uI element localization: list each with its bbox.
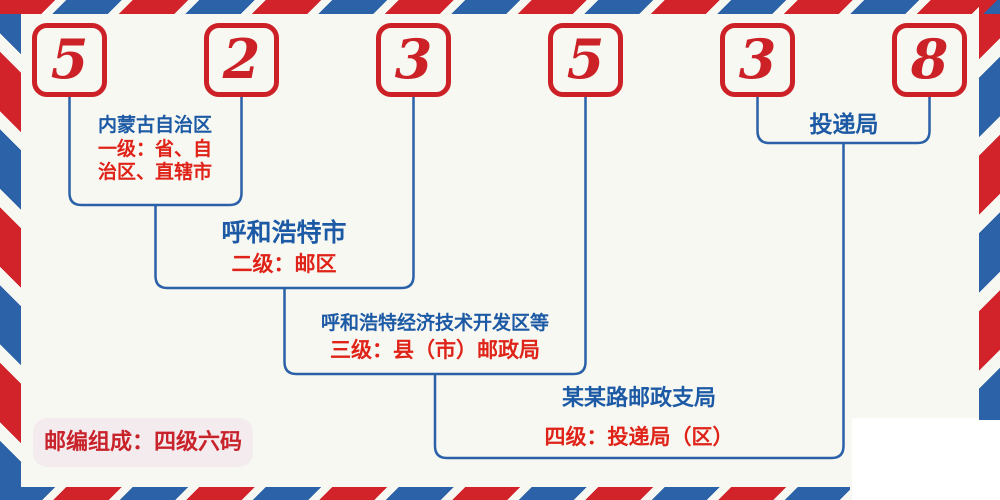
digit-box-5: 3	[720, 23, 795, 97]
digit-box-2: 2	[204, 23, 279, 97]
digit-value: 2	[222, 27, 261, 91]
level-2-label: 呼和浩特市 二级：邮区	[174, 218, 394, 277]
airmail-border-top	[0, 0, 1000, 14]
airmail-border-right	[979, 0, 1000, 420]
digit-value: 3	[738, 27, 777, 91]
digit-value: 8	[910, 27, 949, 91]
digit-box-6: 8	[892, 23, 967, 97]
level-4-region: 某某路邮政支局	[561, 386, 716, 411]
digit-value: 3	[394, 27, 433, 91]
level-3-desc: 三级：县（市）邮政局	[330, 337, 540, 362]
delivery-bureau-label: 投递局	[809, 112, 879, 138]
digit-value: 5	[566, 27, 605, 91]
level-1-desc-line-1: 一级：省、自	[97, 137, 212, 160]
level-1-label: 内蒙古自治区 一级：省、自 治区、直辖市	[60, 114, 250, 184]
bracket-level-4	[433, 143, 845, 460]
level-2-region: 呼和浩特市	[221, 218, 347, 247]
digit-value: 5	[50, 27, 89, 91]
level-3-region: 呼和浩特经济技术开发区等	[320, 312, 549, 334]
postal-composition-badge: 邮编组成：四级六码	[33, 418, 253, 467]
digit-box-3: 3	[376, 23, 451, 97]
digit-box-4: 5	[548, 23, 623, 97]
digit-box-1: 5	[32, 23, 107, 97]
level-3-label: 呼和浩特经济技术开发区等 三级：县（市）邮政局	[284, 312, 586, 363]
level-4-desc: 四级：投递局（区）	[544, 425, 734, 450]
level-4-label: 某某路邮政支局 四级：投递局（区）	[487, 386, 791, 451]
bracket-delivery-bureau	[756, 95, 931, 145]
airmail-border-left	[0, 0, 21, 500]
bottom-right-white-patch	[852, 418, 1000, 500]
level-1-desc-line-2: 治区、直辖市	[97, 160, 212, 183]
level-2-desc: 二级：邮区	[231, 252, 337, 276]
airmail-border-bottom	[0, 487, 850, 500]
level-1-region: 内蒙古自治区	[97, 114, 212, 136]
